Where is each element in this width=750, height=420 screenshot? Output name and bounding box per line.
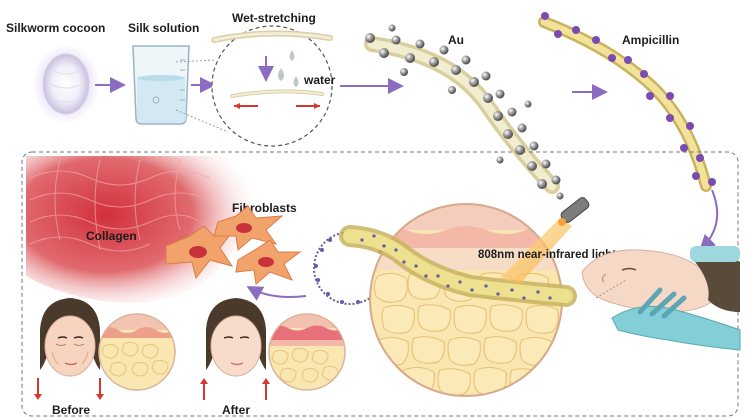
- before-face: [44, 315, 96, 377]
- cocoon-texture: [49, 69, 83, 103]
- arrow-fiber-to-fibroblasts: [246, 286, 307, 301]
- wet-stretching-label: Wet-stretching: [232, 11, 316, 25]
- after-label: After: [222, 403, 250, 417]
- arrow-ampicillin-to-face: [699, 189, 719, 251]
- collagen-label: Collagen: [86, 229, 137, 243]
- fibroblast-nucleus-2: [236, 223, 252, 233]
- before-comparison: Before: [34, 298, 176, 417]
- implanted-fiber: [339, 225, 577, 307]
- ampicillin-molecules: [541, 12, 716, 186]
- before-face-hair: [40, 298, 100, 370]
- silk-solution-label: Silk solution: [128, 21, 199, 35]
- beaker-scale-marks: [180, 59, 185, 101]
- patient-headwrap: [690, 246, 740, 262]
- silkworm-cocoon-label: Silkworm cocoon: [6, 21, 105, 35]
- wet-stretching-step: Wet-stretching water: [175, 11, 336, 147]
- nir-laser: 808nm near-infrared light: [478, 197, 616, 284]
- after-face-hair: [206, 298, 266, 370]
- before-skin-section: [98, 313, 176, 391]
- ampicillin-label: Ampicillin: [622, 33, 679, 47]
- stir-bubble: [152, 96, 160, 104]
- wet-stretching-circle: [211, 25, 333, 147]
- au-nanoparticles: [365, 24, 564, 200]
- silk-solution-liquid: [137, 78, 186, 123]
- patient-hair: [690, 253, 740, 312]
- fibroblast-nucleus-1: [189, 246, 207, 258]
- water-drop-2: [278, 68, 284, 81]
- au-fiber-body: [364, 36, 560, 194]
- after-skin-section: [268, 313, 346, 391]
- water-label: water: [303, 73, 336, 87]
- zoom-guide-bottom: [175, 109, 229, 133]
- water-drop-3: [293, 76, 299, 87]
- solution-surface: [137, 75, 185, 81]
- after-face: [210, 315, 262, 377]
- gloved-hand: [611, 305, 741, 351]
- ampicillin-fiber: Ampicillin: [538, 12, 716, 192]
- au-label: Au: [448, 33, 464, 47]
- water-drop-1: [289, 50, 295, 61]
- fibroblast-nucleus-3: [258, 257, 274, 267]
- laser-beam: [500, 218, 572, 284]
- collagen-fiber-mesh: [29, 159, 211, 252]
- dermis-wave: [370, 226, 562, 248]
- silkworm-cocoon-step: Silkworm cocoon: [6, 21, 105, 124]
- patient-eye: [621, 267, 637, 271]
- cocoon-icon: [42, 53, 90, 115]
- after-comparison: After: [200, 298, 346, 417]
- before-label: Before: [52, 403, 90, 417]
- glove-fingers: [637, 287, 687, 319]
- silk-solution-step: Silk solution: [128, 21, 199, 125]
- patient-nose: [601, 273, 607, 283]
- nir-light-label: 808nm near-infrared light: [478, 249, 616, 261]
- patient-treatment-scene: [581, 246, 741, 351]
- au-coated-fiber: Au: [364, 24, 564, 200]
- fibroblasts-group: Fibroblasts: [165, 201, 302, 285]
- implanted-fiber-particles: [360, 234, 552, 300]
